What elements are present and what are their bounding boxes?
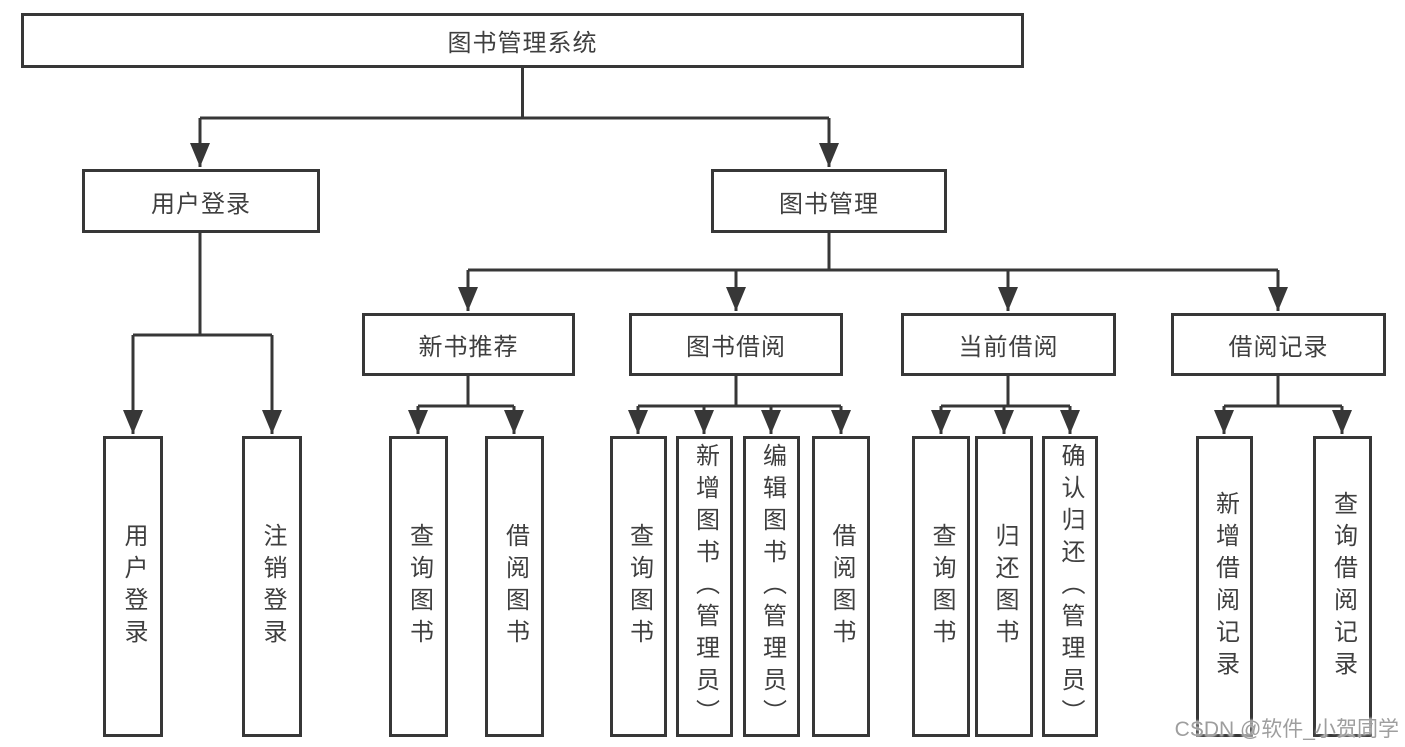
leaf-add-books-admin: 新增图书（管理员） bbox=[676, 436, 733, 737]
leaf-return-books-label: 归还图书 bbox=[991, 522, 1018, 651]
leaf-confirm-return-admin-label: 确认归还（管理员） bbox=[1057, 442, 1084, 731]
leaf-add-borrow-record: 新增借阅记录 bbox=[1196, 436, 1253, 737]
node-book-management-label: 图书管理 bbox=[779, 190, 879, 218]
node-new-book-recommend: 新书推荐 bbox=[362, 313, 575, 376]
node-root-library-system: 图书管理系统 bbox=[21, 13, 1024, 68]
leaf-add-borrow-record-label: 新增借阅记录 bbox=[1211, 490, 1239, 683]
leaf-borrow-books-recommend-label: 借阅图书 bbox=[501, 522, 529, 651]
leaf-query-borrow-record-label: 查询借阅记录 bbox=[1329, 490, 1357, 683]
leaf-user-login-label: 用户登录 bbox=[120, 522, 147, 651]
leaf-return-books: 归还图书 bbox=[975, 436, 1033, 737]
leaf-query-books-recommend-label: 查询图书 bbox=[405, 522, 433, 651]
leaf-query-books-current: 查询图书 bbox=[912, 436, 970, 737]
node-borrow-records-label: 借阅记录 bbox=[1228, 334, 1329, 361]
node-user-login-label: 用户登录 bbox=[151, 190, 251, 218]
leaf-add-books-admin-label: 新增图书（管理员） bbox=[691, 442, 719, 731]
node-borrow-records: 借阅记录 bbox=[1171, 313, 1386, 376]
node-current-borrow: 当前借阅 bbox=[901, 313, 1116, 376]
leaf-confirm-return-admin: 确认归还（管理员） bbox=[1042, 436, 1098, 737]
leaf-logout: 注销登录 bbox=[242, 436, 302, 737]
leaf-query-books-borrow-label: 查询图书 bbox=[625, 522, 653, 651]
node-book-borrow: 图书借阅 bbox=[629, 313, 843, 376]
leaf-query-borrow-record: 查询借阅记录 bbox=[1313, 436, 1372, 737]
leaf-borrow-books: 借阅图书 bbox=[812, 436, 870, 737]
leaf-borrow-books-recommend: 借阅图书 bbox=[485, 436, 544, 737]
node-current-borrow-label: 当前借阅 bbox=[958, 334, 1059, 361]
node-root-label: 图书管理系统 bbox=[447, 30, 598, 57]
leaf-query-books-recommend: 查询图书 bbox=[389, 436, 448, 737]
node-book-management: 图书管理 bbox=[711, 169, 947, 233]
leaf-query-books-current-label: 查询图书 bbox=[928, 522, 955, 651]
node-book-borrow-label: 图书借阅 bbox=[686, 334, 786, 361]
leaf-logout-label: 注销登录 bbox=[259, 522, 286, 651]
node-user-login: 用户登录 bbox=[82, 169, 320, 233]
leaf-user-login: 用户登录 bbox=[103, 436, 163, 737]
leaf-edit-books-admin: 编辑图书（管理员） bbox=[743, 436, 800, 737]
csdn-watermark: CSDN @软件_小贺同学 bbox=[1174, 718, 1399, 741]
leaf-query-books-borrow: 查询图书 bbox=[610, 436, 667, 737]
node-new-book-recommend-label: 新书推荐 bbox=[418, 334, 519, 361]
leaf-edit-books-admin-label: 编辑图书（管理员） bbox=[758, 442, 786, 731]
leaf-borrow-books-label: 借阅图书 bbox=[828, 522, 855, 651]
